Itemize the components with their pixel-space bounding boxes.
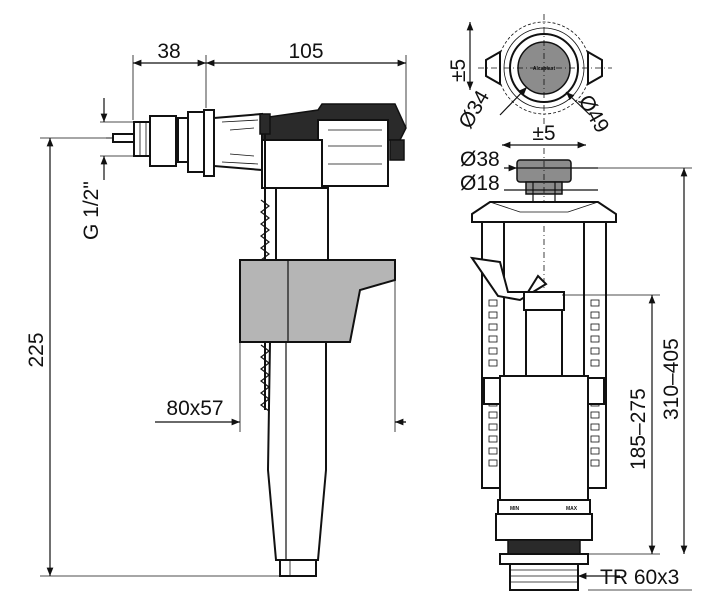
fill-valve-side-view [40,55,407,577]
dim-38-label: 38 [157,40,180,63]
seal-ring [507,539,581,555]
valve-body [213,112,263,172]
lower-tube [266,341,327,561]
dim-right-offset-label: ±5 [532,122,555,145]
dim-thread-label: G 1/2" [80,181,103,240]
outlet-thread [509,563,579,591]
upper-tube [275,187,329,261]
dim-225-label: 225 [25,332,48,367]
dim-stem-diameter-label: Ø18 [460,172,500,195]
scale-min: MIN [510,506,520,512]
float [239,259,396,343]
dim-inner-diameter-label: Ø34 [454,86,494,132]
valve-foot [279,559,317,577]
flush-valve-side-view [469,141,692,591]
dim-105-label: 105 [288,40,323,63]
inlet-thread [133,109,215,177]
dim-button-diameter-label: Ø38 [460,148,500,171]
flush-button-top-view [466,14,612,126]
scale-max: MAX [566,506,578,512]
dim-outer-diameter-label: Ø49 [574,91,614,137]
valve-housing [317,119,389,187]
dim-outlet-thread-label: TR 60x3 [600,566,679,589]
dim-float-label: 80x57 [166,397,223,420]
inlet-pin [112,133,136,143]
stem-cap [523,291,565,311]
dim-top-offset-label: ±5 [447,59,470,82]
dim-outer-range-label: 310–405 [660,338,683,420]
lever-arm [469,256,548,302]
right-rail [583,221,607,489]
stem-tube [525,309,563,377]
dim-inner-range-label: 185–275 [627,388,650,470]
brand-logo: Alcaplast [533,66,556,72]
overflow-cylinder [499,375,589,501]
